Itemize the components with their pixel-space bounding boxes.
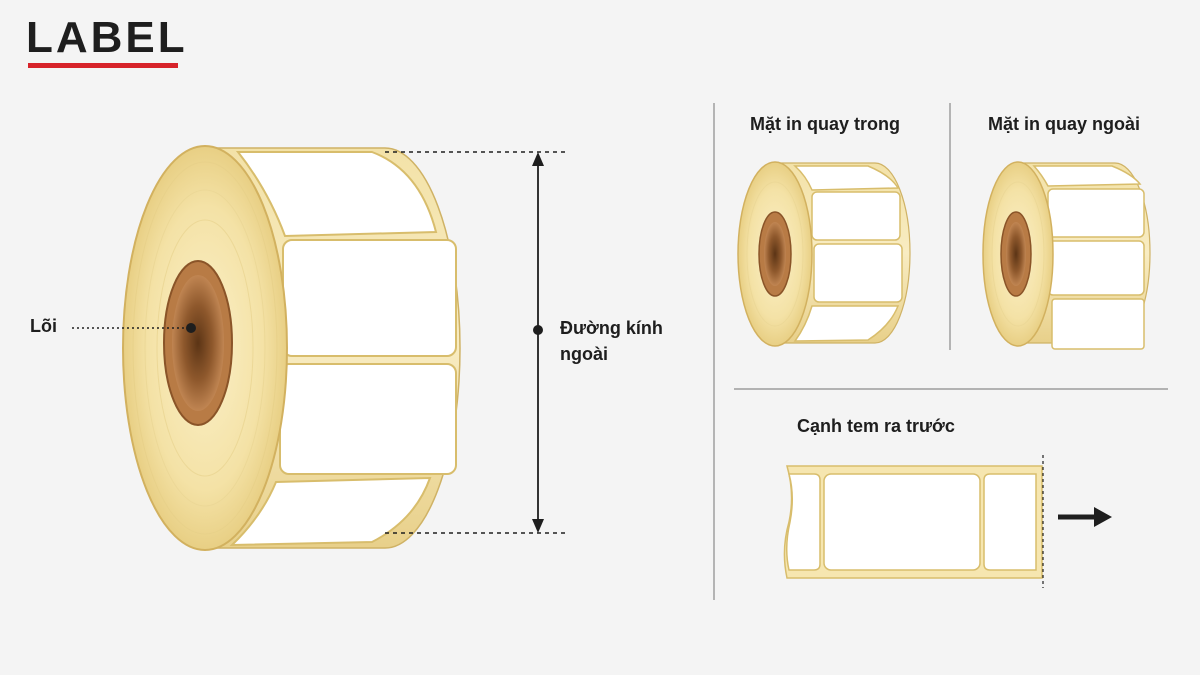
- diameter-label-line2: ngoài: [560, 344, 608, 364]
- diameter-arrow-head-top: [532, 152, 544, 166]
- feed-direction-title: Cạnh tem ra trước: [797, 416, 955, 436]
- core-label: Lõi: [30, 316, 57, 336]
- feed-arrow-icon: [1058, 507, 1112, 527]
- logo-text: LABEL: [26, 13, 188, 62]
- roll-inside-wound: [737, 161, 911, 347]
- label-strip: [783, 455, 1044, 588]
- main-roll: [122, 145, 461, 551]
- logo-underline: [28, 63, 178, 68]
- winding-outside-title: Mặt in quay ngoài: [988, 114, 1141, 134]
- main-roll-label: [282, 239, 457, 357]
- diameter-label-line1: Đường kính: [560, 318, 663, 338]
- diameter-dot: [533, 325, 543, 335]
- logo: LABEL: [26, 14, 185, 68]
- roll-outside-wound: [982, 161, 1151, 350]
- main-roll-label: [279, 363, 457, 475]
- main-roll-label: [229, 476, 432, 547]
- diameter-arrow-head-bottom: [532, 519, 544, 533]
- winding-inside-title: Mặt in quay trong: [750, 114, 900, 134]
- main-roll-label: [235, 151, 438, 238]
- core-pointer-dot: [186, 323, 196, 333]
